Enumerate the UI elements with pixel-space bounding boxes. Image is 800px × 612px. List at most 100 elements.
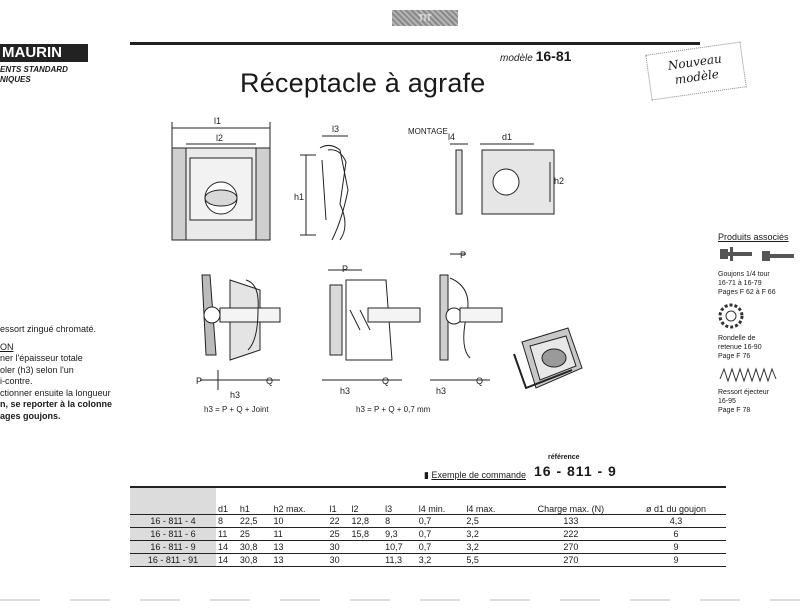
brand-subtitle-line: ENTS STANDARD [0,65,68,74]
table-cell: 25 [239,529,250,539]
table-cell: 30 [329,555,340,565]
product-photo [513,327,583,390]
sidebar-item-line: Pages F 62 à F 66 [718,289,776,296]
stud-icon [720,247,752,261]
table-cell: 0,7 [418,529,432,539]
reference-label: référence [548,454,580,461]
table-cell: 16 - 811 - 6 [130,527,216,541]
table-cell: 3,2 [418,555,432,565]
formula-fixed: h3 = P + Q + 0,7 mm [356,405,431,414]
table-cell: 0,7 [418,542,432,552]
spring-icon [719,367,777,383]
table-cell: 5,5 [466,555,479,565]
new-model-badge: Nouveau modèle [645,41,747,101]
front-view-drawing [171,122,271,241]
table-header: Charge max. (N) [537,504,605,514]
table-header: l1 [329,504,337,514]
table-cell: 30,8 [239,555,258,565]
table-header: h2 max. [273,504,306,514]
table-cell: 25 [329,529,340,539]
model-number: modèle 16-81 [500,48,571,64]
instruction-line: oler (h3) selon l'un [0,364,74,375]
table-cell: 9 [673,542,679,552]
left-description: essort zingué chromaté. ON ner l'épaisse… [0,324,112,422]
table-cell: 16 - 811 - 91 [130,553,216,567]
material-line: essort zingué chromaté. [0,324,97,334]
dim-h1-label: h1 [294,192,304,202]
spec-table: d1 h1 h2 max. l1 l2 l3 l4 min. l4 max. C… [130,486,726,567]
order-example-label: Exemple de commande [431,470,527,480]
table-cell: 9,3 [385,529,398,539]
model-prefix: modèle [500,53,533,64]
table-header: ø d1 du goujon [645,504,706,514]
section-view-3 [430,253,503,381]
brand-logo: MAURIN [0,44,88,62]
section-view-1 [200,274,281,390]
table-cell: 22,5 [239,516,258,526]
page-bottom-edge [0,599,800,601]
montage-label: MONTAGE [408,127,448,136]
dim-l3-label: l3 [332,124,339,134]
table-cell: 13 [273,555,284,565]
table-cell: 6 [673,529,679,539]
table-cell: 270 [563,555,579,565]
dim-h3-label: h3 [230,390,240,400]
sidebar-item-line: Page F 76 [718,353,751,360]
dim-q-label: Q [266,376,273,386]
reference-value: 16 - 811 - 9 [534,463,617,479]
instruction-line: ner l'épaisseur totale [0,353,83,363]
table-cell: 3,2 [466,542,479,552]
instruction-line-bold: ages goujons. [0,410,61,421]
brand-subtitle-line: NIQUES [0,75,31,84]
table-header: l4 min. [418,504,446,514]
table-cell: 14 [218,542,229,552]
table-row: 16 - 811 - 91 14 30,8 13 30 11,3 3,2 5,5… [130,553,726,567]
lock-washer-icon [718,303,744,329]
side-view-drawing [300,135,349,241]
table-header: l4 max. [466,504,496,514]
table-cell: 2,5 [466,516,479,526]
associated-products: Produits associés Goujons 1/4 tour 16-71… [718,232,800,415]
table-cell: 13 [273,542,284,552]
dim-l4-label: l4 [448,132,455,142]
sidebar-item-line: Ressort éjecteur [718,389,769,396]
section-tab: TIT [392,10,458,26]
table-cell: 4,3 [669,516,683,526]
table-cell: 10 [273,516,284,526]
table-row: 16 - 811 - 4 8 22,5 10 22 12,8 8 0,7 2,5… [130,514,726,528]
sidebar-item-line: Rondelle de [718,335,756,342]
table-header: h1 [239,504,250,514]
instruction-line: i-contre. [0,376,33,386]
table-header: l3 [385,504,393,514]
table-cell: 22 [329,516,340,526]
table-cell: 11 [218,529,228,539]
formula-joint: h3 = P + Q + Joint [204,405,269,414]
table-cell: 9 [673,555,679,565]
sidebar-item-line: Goujons 1/4 tour [718,271,770,278]
table-cell: 15,8 [351,529,370,539]
table-cell: 8 [385,516,391,526]
table-cell: 11,3 [385,555,402,565]
table-cell: 222 [563,529,579,539]
dim-h3-label: h3 [340,386,350,396]
table-cell: 270 [563,542,579,552]
dim-d1-label: d1 [502,132,512,142]
dim-p-label: P [460,250,466,260]
sidebar-item-line: 16-71 à 16-79 [718,280,762,287]
table-header: l2 [351,504,359,514]
table-cell: 8 [218,516,224,526]
order-example: ▮ Exemple de commande [424,470,527,480]
table-cell: 16 - 811 - 4 [130,514,216,528]
technical-drawing: l1 l2 h1 l3 l4 d1 h2 P Q h3 P Q h3 P Q h… [171,116,583,414]
table-row: 16 - 811 - 6 11 25 11 25 15,8 9,3 0,7 3,… [130,527,726,541]
table-header [130,487,216,515]
sidebar-item-line: retenue 16-90 [718,344,762,351]
table-cell: 133 [563,516,579,526]
table-row: 16 - 811 - 9 14 30,8 13 30 10,7 0,7 3,2 … [130,540,726,554]
table-cell: 14 [218,555,229,565]
table-cell: 30 [329,542,340,552]
sidebar-item-line: 16-95 [718,398,736,405]
model-code: 16-81 [535,48,572,64]
table-cell [350,541,384,554]
instruction-line-bold: n, se reporter à la colonne [0,399,113,409]
